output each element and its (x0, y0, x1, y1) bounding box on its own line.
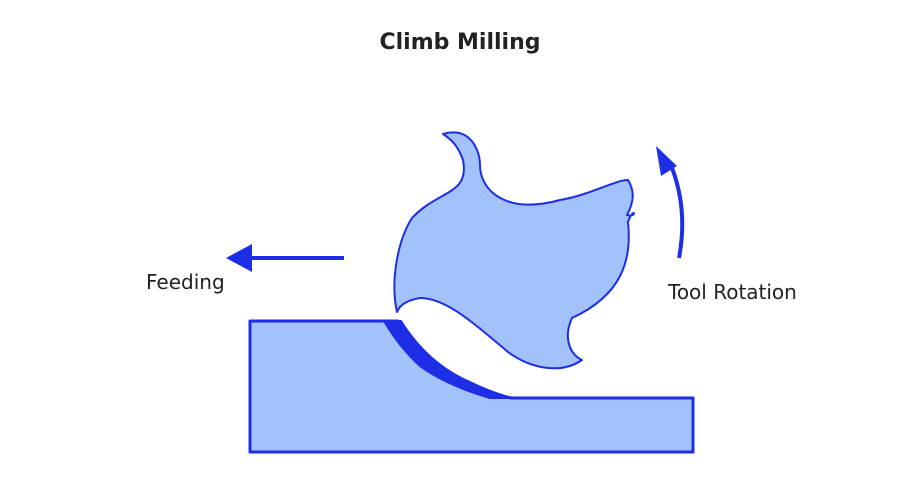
diagram-title: Climb Milling (379, 30, 541, 55)
curved-arrow-up-icon (656, 146, 685, 259)
tool-rotation-label: Tool Rotation (668, 280, 797, 304)
feeding-label: Feeding (146, 270, 225, 294)
chip (383, 320, 513, 399)
milling-cutter (393, 131, 635, 370)
arrow-left-icon (226, 244, 344, 272)
